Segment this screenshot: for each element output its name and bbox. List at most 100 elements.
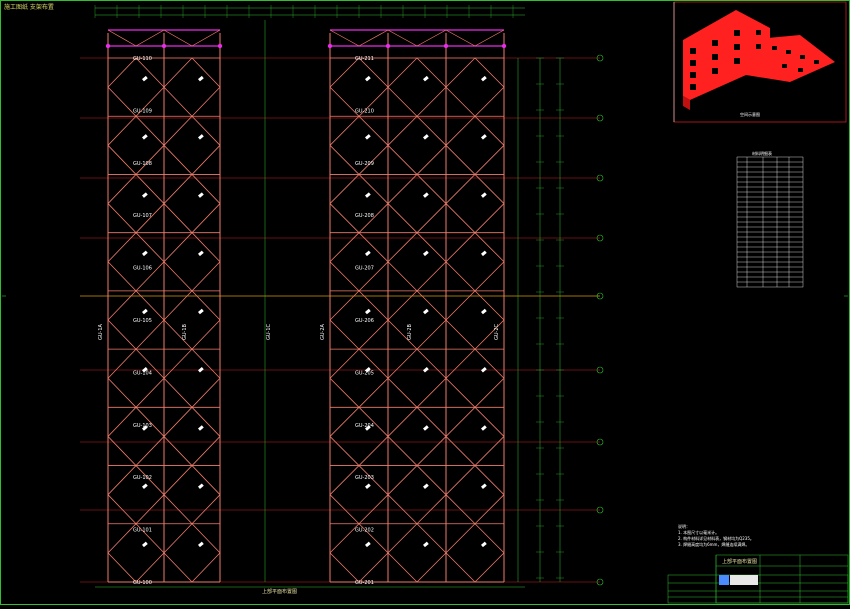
truss-diagonal <box>445 86 476 117</box>
elevation-label: GU-208 <box>355 213 374 219</box>
truss-diagonal <box>416 377 447 408</box>
truss-diagonal <box>191 552 221 583</box>
notes-line-3: 3. 焊缝高度均为6mm，焊缝连续满焊。 <box>678 542 750 547</box>
elevation-label: GU-204 <box>355 423 374 429</box>
truss-diagonal <box>358 552 389 583</box>
truss-diagonal <box>163 203 193 233</box>
joint-highlight <box>327 43 333 49</box>
elevation-label: GU-109 <box>133 108 152 114</box>
truss-diagonal <box>358 261 389 292</box>
notes-line-2: 2. 构件材料详见材料表，钢材均为Q235。 <box>678 536 754 541</box>
truss-diagonal <box>416 436 447 466</box>
truss-diagonal <box>474 494 505 525</box>
truss-diagonal <box>329 552 360 583</box>
main-drawing: GU-110GU-109GU-108GU-107GU-106GU-105GU-1… <box>2 5 848 588</box>
truss-diagonal <box>107 494 137 525</box>
truss-diagonal <box>445 494 476 525</box>
truss-diagonal <box>135 232 165 263</box>
truss-diagonal <box>329 494 360 525</box>
truss-diagonal <box>107 465 137 495</box>
truss-diagonal <box>358 319 389 350</box>
truss-diagonal <box>135 319 165 350</box>
truss-diagonal <box>358 523 389 554</box>
truss-diagonal <box>135 115 165 146</box>
truss-diagonal <box>163 145 193 175</box>
column-label: GU-2A <box>320 323 326 340</box>
bolt-mark <box>142 250 148 257</box>
truss-diagonal <box>358 436 389 466</box>
truss-diagonal <box>135 523 165 554</box>
truss-diagonal <box>358 145 389 175</box>
truss-diagonal <box>387 115 418 146</box>
bolt-mark <box>364 541 371 548</box>
joint-highlight <box>501 43 507 49</box>
cap-diagonal <box>416 29 447 47</box>
bolt-mark <box>198 134 204 140</box>
bolt-mark <box>422 425 429 431</box>
truss-diagonal <box>387 319 418 350</box>
joint-highlight <box>385 43 391 49</box>
truss-diagonal <box>135 290 165 321</box>
truss-diagonal <box>445 57 476 88</box>
truss-diagonal <box>329 86 360 117</box>
truss-diagonal <box>474 319 505 350</box>
truss-diagonal <box>329 232 360 263</box>
elevation-label: GU-110 <box>133 56 152 62</box>
elevation-label: GU-203 <box>355 475 374 481</box>
truss-diagonal <box>135 436 165 466</box>
truss-diagonal <box>358 57 389 88</box>
truss-diagonal <box>107 261 137 292</box>
bolt-mark <box>141 483 148 489</box>
truss-diagonal <box>445 348 476 379</box>
bolt-mark <box>365 192 371 198</box>
truss-diagonal <box>163 261 193 292</box>
truss-diagonal <box>191 523 221 554</box>
title-block-logo <box>719 575 729 585</box>
truss-diagonal <box>191 436 221 466</box>
elevation-marker <box>596 438 604 446</box>
bolt-mark <box>142 134 148 140</box>
notes-line-1: 1. 本图尺寸以毫米计。 <box>678 530 720 535</box>
truss-diagonal <box>135 407 165 437</box>
truss-diagonal <box>191 465 221 495</box>
plan-title-left: 上部平面布置图 <box>262 589 298 595</box>
truss-diagonal <box>358 290 389 321</box>
elevation-marker <box>596 54 604 62</box>
truss-diagonal <box>416 203 447 233</box>
truss-diagonal <box>416 174 447 204</box>
truss-diagonal <box>445 261 476 292</box>
isometric-view <box>683 10 835 110</box>
cap-diagonal <box>329 29 360 47</box>
truss-diagonal <box>445 523 476 554</box>
cap-diagonal <box>474 29 505 47</box>
bolt-mark <box>198 75 204 82</box>
truss-diagonal <box>329 203 360 233</box>
truss-diagonal <box>387 552 418 583</box>
truss-diagonal <box>135 261 165 292</box>
truss-diagonal <box>329 261 360 292</box>
truss-diagonal <box>107 174 137 204</box>
truss-diagonal <box>107 57 137 88</box>
cap-diagonal <box>445 29 476 47</box>
truss-diagonal <box>107 203 137 233</box>
bolt-mark <box>142 367 148 373</box>
bolt-mark <box>480 308 487 315</box>
truss-diagonal <box>387 174 418 204</box>
truss-diagonal <box>191 115 221 146</box>
truss-diagonal <box>416 261 447 292</box>
elevation-marker <box>596 114 604 122</box>
truss-diagonal <box>107 523 137 554</box>
truss-diagonal <box>191 494 221 525</box>
column-label: GU-2B <box>407 323 413 340</box>
truss-diagonal <box>358 174 389 204</box>
bolt-mark <box>198 250 204 257</box>
truss-diagonal <box>445 465 476 495</box>
bolt-mark <box>142 192 148 198</box>
truss-diagonal <box>163 115 193 146</box>
truss-diagonal <box>416 494 447 525</box>
bolt-mark <box>197 425 204 431</box>
elevation-label: GU-105 <box>133 318 152 324</box>
truss-diagonal <box>163 86 193 117</box>
truss-diagonal <box>387 348 418 379</box>
